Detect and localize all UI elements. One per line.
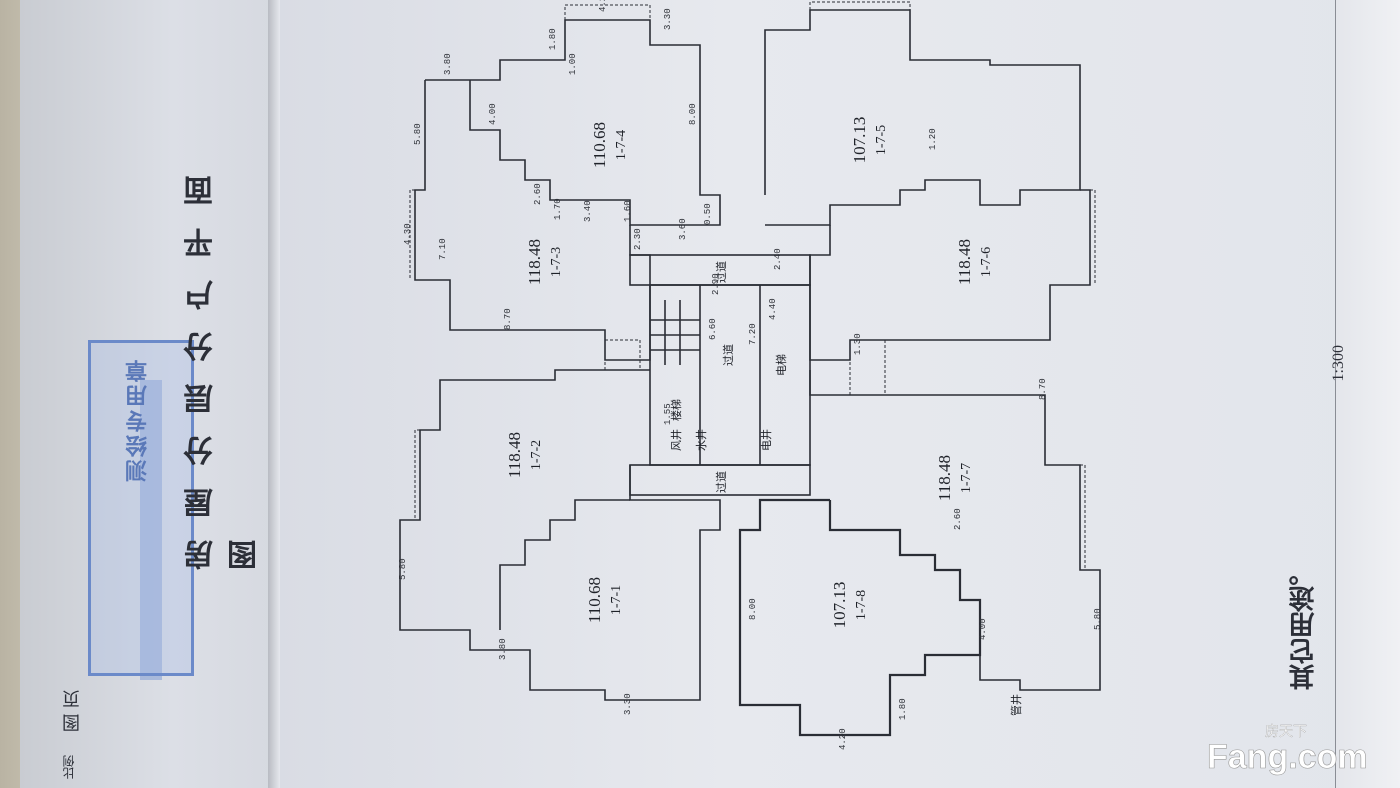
corridor-label-upper: 过道 bbox=[714, 261, 728, 283]
dim-label: 3.40 bbox=[583, 200, 593, 222]
stairs-label: 楼梯 bbox=[669, 399, 683, 421]
page-label: 图 页 bbox=[62, 690, 83, 732]
dim-label: 1.30 bbox=[853, 333, 863, 355]
unit-outline-1-7-7 bbox=[809, 370, 1101, 691]
dim-label: 4.20 bbox=[838, 728, 848, 750]
stamp-text: 测绘专用章 bbox=[126, 357, 151, 482]
corridor-label-lower: 过道 bbox=[714, 471, 728, 493]
unit-area-1-7-6: 118.48 bbox=[955, 239, 974, 285]
dim-label: 5.80 bbox=[413, 123, 423, 145]
dim-label: 6.60 bbox=[708, 318, 718, 340]
dim-label: 7.20 bbox=[748, 323, 758, 345]
balcony-1-7-5 bbox=[809, 1, 911, 10]
balcony-1-7-2 bbox=[414, 429, 420, 520]
shaft-upper-left bbox=[604, 339, 641, 371]
unit-id-1-7-1: 1-7-1 bbox=[609, 585, 624, 615]
dim-label: 1.80 bbox=[548, 28, 558, 50]
dim-label: 1.20 bbox=[928, 128, 938, 150]
main-page bbox=[275, 0, 1400, 788]
unit-id-1-7-6: 1-7-6 bbox=[979, 247, 994, 277]
dim-label: 1.80 bbox=[898, 698, 908, 720]
dim-label: 5.80 bbox=[398, 558, 408, 580]
dim-label: 2.60 bbox=[953, 508, 963, 530]
unit-area-1-7-1: 110.68 bbox=[585, 577, 604, 623]
fang-watermark: 房天下 Fang.com bbox=[1207, 724, 1368, 776]
dim-label: 1.60 bbox=[623, 200, 633, 222]
dim-label: 4.00 bbox=[978, 618, 988, 640]
dim-label: 1.55 bbox=[663, 403, 673, 425]
dim-label: 4.40 bbox=[768, 298, 778, 320]
unit-outline-1-7-4 bbox=[425, 19, 721, 226]
unit-area-1-7-7: 118.48 bbox=[935, 455, 954, 501]
dim-label: 2.60 bbox=[533, 183, 543, 205]
balcony-1-7-4 bbox=[564, 4, 651, 20]
unit-area-1-7-3: 118.48 bbox=[525, 239, 544, 285]
unit-id-1-7-3: 1-7-3 bbox=[549, 247, 564, 277]
dim-label: 2.30 bbox=[633, 228, 643, 250]
watermark-brand: 房天下 bbox=[1265, 724, 1307, 740]
dim-label: 7.10 bbox=[438, 238, 448, 260]
unit-outline-1-7-8 bbox=[738, 498, 982, 737]
balcony-1-7-3 bbox=[409, 189, 415, 280]
water-shaft-label: 水井 bbox=[694, 429, 708, 451]
dim-label: 0.50 bbox=[703, 203, 713, 225]
dim-label: 1.00 bbox=[568, 53, 578, 75]
pipe-shaft-label: 管井 bbox=[1009, 694, 1023, 716]
dim-label: 2.40 bbox=[773, 248, 783, 270]
unit-area-1-7-4: 110.68 bbox=[590, 122, 609, 168]
unit-area-1-7-5: 107.13 bbox=[850, 117, 869, 164]
dim-label: 3.80 bbox=[443, 53, 453, 75]
shaft-upper-right bbox=[849, 339, 886, 396]
wind-shaft-label: 风井 bbox=[669, 429, 683, 451]
unit-outline-1-7-2 bbox=[399, 369, 721, 701]
unit-outline-1-7-5 bbox=[764, 9, 1081, 226]
right-page-edge bbox=[1335, 0, 1400, 788]
floor-plan: 110.68 1-7-4 107.13 1-7-5 118.48 1-7-3 1… bbox=[398, 0, 1103, 750]
elevator-label: 电梯 bbox=[775, 354, 788, 376]
dim-label: 8.00 bbox=[748, 598, 758, 620]
dim-label: 3.30 bbox=[623, 693, 633, 715]
usage-text: 其它用途。 bbox=[1289, 560, 1319, 690]
dim-label: 4.20 bbox=[598, 0, 608, 12]
corridor-label-center: 过道 bbox=[721, 344, 735, 366]
unit-id-1-7-5: 1-7-5 bbox=[874, 125, 889, 155]
dim-label: 2.90 bbox=[711, 273, 721, 295]
dim-label: 3.60 bbox=[678, 218, 688, 240]
dim-label: 8.70 bbox=[503, 308, 513, 330]
unit-id-1-7-2: 1-7-2 bbox=[529, 440, 544, 470]
dim-label: 3.80 bbox=[498, 638, 508, 660]
dim-label: 8.00 bbox=[688, 103, 698, 125]
unit-area-1-7-2: 118.48 bbox=[505, 432, 524, 478]
unit-outline-1-7-3 bbox=[414, 80, 651, 361]
page-title: 房屋分层分户平面图 bbox=[184, 154, 263, 570]
unit-id-1-7-7: 1-7-7 bbox=[959, 463, 974, 493]
page-gutter bbox=[268, 0, 280, 788]
balcony-1-7-6 bbox=[1090, 189, 1096, 285]
blue-stamp: 测绘专用章 bbox=[88, 340, 194, 676]
scale-label: 1:300 bbox=[1330, 345, 1347, 382]
corner-label: 比例 bbox=[62, 755, 76, 779]
unit-steps-1-7-1 bbox=[499, 499, 630, 630]
watermark-site: Fang.com bbox=[1207, 738, 1368, 776]
unit-id-1-7-8: 1-7-8 bbox=[854, 590, 869, 620]
electric-shaft-label: 电井 bbox=[759, 429, 773, 451]
dim-label: 3.30 bbox=[663, 8, 673, 30]
balcony-1-7-7 bbox=[1080, 464, 1086, 570]
stamp-band bbox=[140, 380, 162, 680]
unit-outline-1-7-6 bbox=[809, 189, 1091, 361]
dim-label: 4.00 bbox=[488, 103, 498, 125]
dim-label: 5.80 bbox=[1093, 608, 1103, 630]
unit-area-1-7-8: 107.13 bbox=[830, 582, 849, 629]
dim-label: 8.70 bbox=[1038, 378, 1048, 400]
dim-label: 4.30 bbox=[403, 223, 413, 245]
dim-label: 1.70 bbox=[553, 198, 563, 220]
unit-id-1-7-4: 1-7-4 bbox=[614, 130, 629, 160]
